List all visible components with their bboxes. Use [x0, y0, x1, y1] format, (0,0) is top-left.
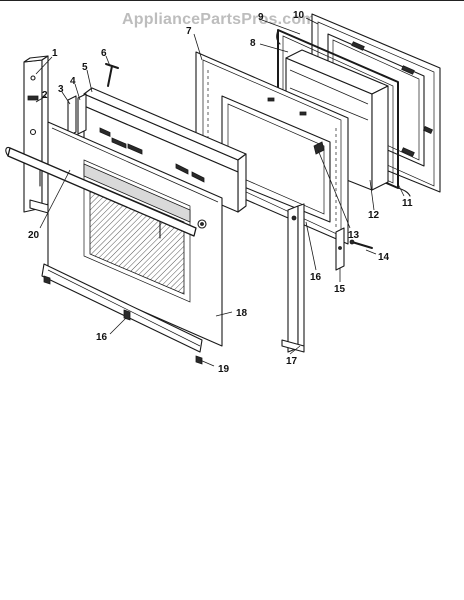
callout-7: 7 — [186, 26, 192, 37]
callout-8: 8 — [250, 38, 256, 49]
callout-16a: 16 — [310, 272, 322, 283]
leader-lines — [35, 17, 405, 367]
callout-6: 6 — [101, 48, 107, 59]
bottom-trim-strip — [41, 263, 203, 365]
callout-11: 11 — [402, 198, 413, 209]
top-trim-channel — [83, 87, 247, 213]
side-strip — [335, 227, 345, 271]
callout-15: 15 — [334, 284, 346, 295]
callout-labels: 1 2 3 4 5 6 7 8 9 10 11 12 13 14 15 16 1… — [28, 10, 413, 375]
watermark: AppliancePartsPros.com — [122, 11, 316, 28]
right-hinge — [281, 203, 305, 353]
door-handle — [5, 146, 197, 239]
screw-14 — [349, 239, 373, 249]
callout-12: 12 — [368, 210, 380, 221]
callout-13: 13 — [348, 230, 360, 241]
outer-door-panel — [47, 121, 223, 347]
callout-10: 10 — [293, 10, 305, 21]
callout-19: 19 — [218, 364, 230, 375]
callout-3: 3 — [58, 84, 64, 95]
door-brackets — [67, 93, 87, 137]
callout-2: 2 — [42, 90, 48, 101]
callout-14: 14 — [378, 252, 390, 263]
callout-4: 4 — [70, 76, 76, 87]
callout-5: 5 — [82, 62, 88, 73]
callout-1: 1 — [52, 48, 58, 59]
callout-20: 20 — [28, 230, 40, 241]
callout-9: 9 — [258, 12, 264, 23]
callout-16b: 16 — [96, 332, 108, 343]
callout-17: 17 — [286, 356, 298, 367]
callout-18: 18 — [236, 308, 248, 319]
screw-6 — [105, 63, 119, 87]
